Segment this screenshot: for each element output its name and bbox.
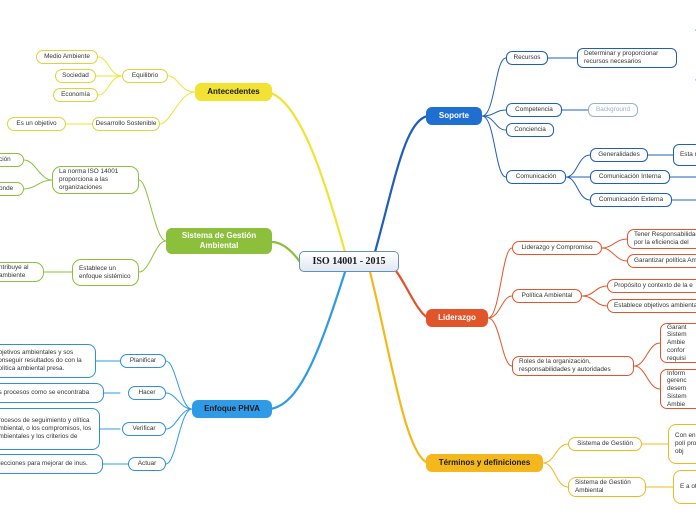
node-planificar[interactable]: Planificar xyxy=(120,354,166,368)
node-garantizar-politica[interactable]: Garantizar política Am xyxy=(627,254,696,268)
branch-antecedentes xyxy=(266,90,347,254)
topic-terminos-definiciones[interactable]: Términos y definiciones xyxy=(426,454,543,472)
node-background[interactable]: Background xyxy=(588,103,638,117)
node-esta-ma[interactable]: Esta ma xyxy=(673,144,696,166)
node-tener-responsabilidad[interactable]: Tener Responsabilidad por la eficiencia … xyxy=(627,229,696,249)
node-sistema-gestion-ambiental[interactable]: Sistema de Gestión Ambiental xyxy=(568,477,646,497)
node-es-un-objetivo[interactable]: Es un objetivo xyxy=(7,117,66,131)
node-medio-ambiente[interactable]: Medio Ambiente xyxy=(36,50,98,64)
topic-liderazgo[interactable]: Liderazgo xyxy=(426,309,488,327)
topic-enfoque-phva[interactable]: Enfoque PHVA xyxy=(192,400,272,418)
topic-antecedentes[interactable]: Antecedentes xyxy=(195,83,272,101)
node-planificar-detalle[interactable]: objetivos ambientales y sos conseguir re… xyxy=(0,344,96,378)
node-politica-ambiental[interactable]: Política Ambiental xyxy=(512,289,582,303)
topic-sistema-gestion-ambiental[interactable]: Sistema de Gestión Ambiental xyxy=(166,228,272,254)
node-sistema-gestion-detalle[interactable]: Con en u polí proc obj xyxy=(668,424,696,464)
node-liderazgo-compromiso[interactable]: Liderazgo y Compromiso xyxy=(512,241,602,255)
node-fragment-cion[interactable]: ción xyxy=(0,153,24,167)
branch-sga xyxy=(270,240,302,264)
node-hacer[interactable]: Hacer xyxy=(128,386,166,400)
node-verificar[interactable]: Verificar xyxy=(122,422,166,436)
node-generalidades[interactable]: Generalidades xyxy=(590,148,648,162)
node-conciencia[interactable]: Conciencia xyxy=(506,123,554,137)
node-inform-gerencia[interactable]: Inform gerenc desem Sistem Ambie xyxy=(660,369,696,409)
node-establece-objetivos[interactable]: Establece objetivos ambienta xyxy=(607,299,696,313)
node-contribuye-ambiente[interactable]: ntribuye al ambiente xyxy=(0,262,44,282)
node-roles-responsabilidades[interactable]: Roles de la organización, responsabilida… xyxy=(512,356,634,376)
node-sistema-gestion[interactable]: Sistema de Gestión xyxy=(568,437,642,451)
node-norma-iso[interactable]: La norma ISO 14001 proporciona a las org… xyxy=(52,166,139,194)
node-verificar-detalle[interactable]: procesos de seguimiento y olítica ambien… xyxy=(0,408,100,450)
root-topic[interactable]: ISO 14001 - 2015 xyxy=(299,251,399,272)
node-equilibrio[interactable]: Equilibrio xyxy=(122,69,168,83)
node-comunicacion-interna[interactable]: Comunicación Interna xyxy=(590,170,670,184)
branch-terminos xyxy=(368,270,430,465)
topic-soporte[interactable]: Soporte xyxy=(426,107,482,125)
node-competencia[interactable]: Competencia xyxy=(506,103,562,117)
node-enfoque-sistemico[interactable]: Establece un enfoque sistémico xyxy=(72,259,139,286)
node-hacer-detalle[interactable]: os procesos como se encontraba xyxy=(0,383,104,403)
node-actuar[interactable]: Actuar xyxy=(128,457,166,471)
node-actuar-detalle[interactable]: etecciones para mejorar de inus. xyxy=(0,454,103,474)
branch-soporte xyxy=(373,114,430,254)
node-fragment-onde[interactable]: onde xyxy=(0,182,24,196)
node-recursos[interactable]: Recursos xyxy=(506,51,548,65)
node-proposito-contexto[interactable]: Propósito y contexto de la e xyxy=(607,279,696,293)
node-economia[interactable]: Economía xyxy=(53,88,98,102)
branch-liderazgo xyxy=(390,264,430,320)
node-sociedad[interactable]: Sociedad xyxy=(55,69,96,83)
node-garant-sistema[interactable]: Garant Sistem Ambie confor requisi xyxy=(660,323,696,363)
node-sga-detalle[interactable]: E a ot op xyxy=(673,470,696,504)
node-desarrollo-sostenible[interactable]: Desarrollo Sostenible xyxy=(92,117,160,131)
node-comunicacion-externa[interactable]: Comunicación Externa xyxy=(590,193,672,207)
branch-phva xyxy=(268,270,347,411)
node-determinar-recursos[interactable]: Determinar y proporcionar recursos neces… xyxy=(577,48,677,68)
node-comunicacion[interactable]: Comunicación xyxy=(506,170,566,184)
